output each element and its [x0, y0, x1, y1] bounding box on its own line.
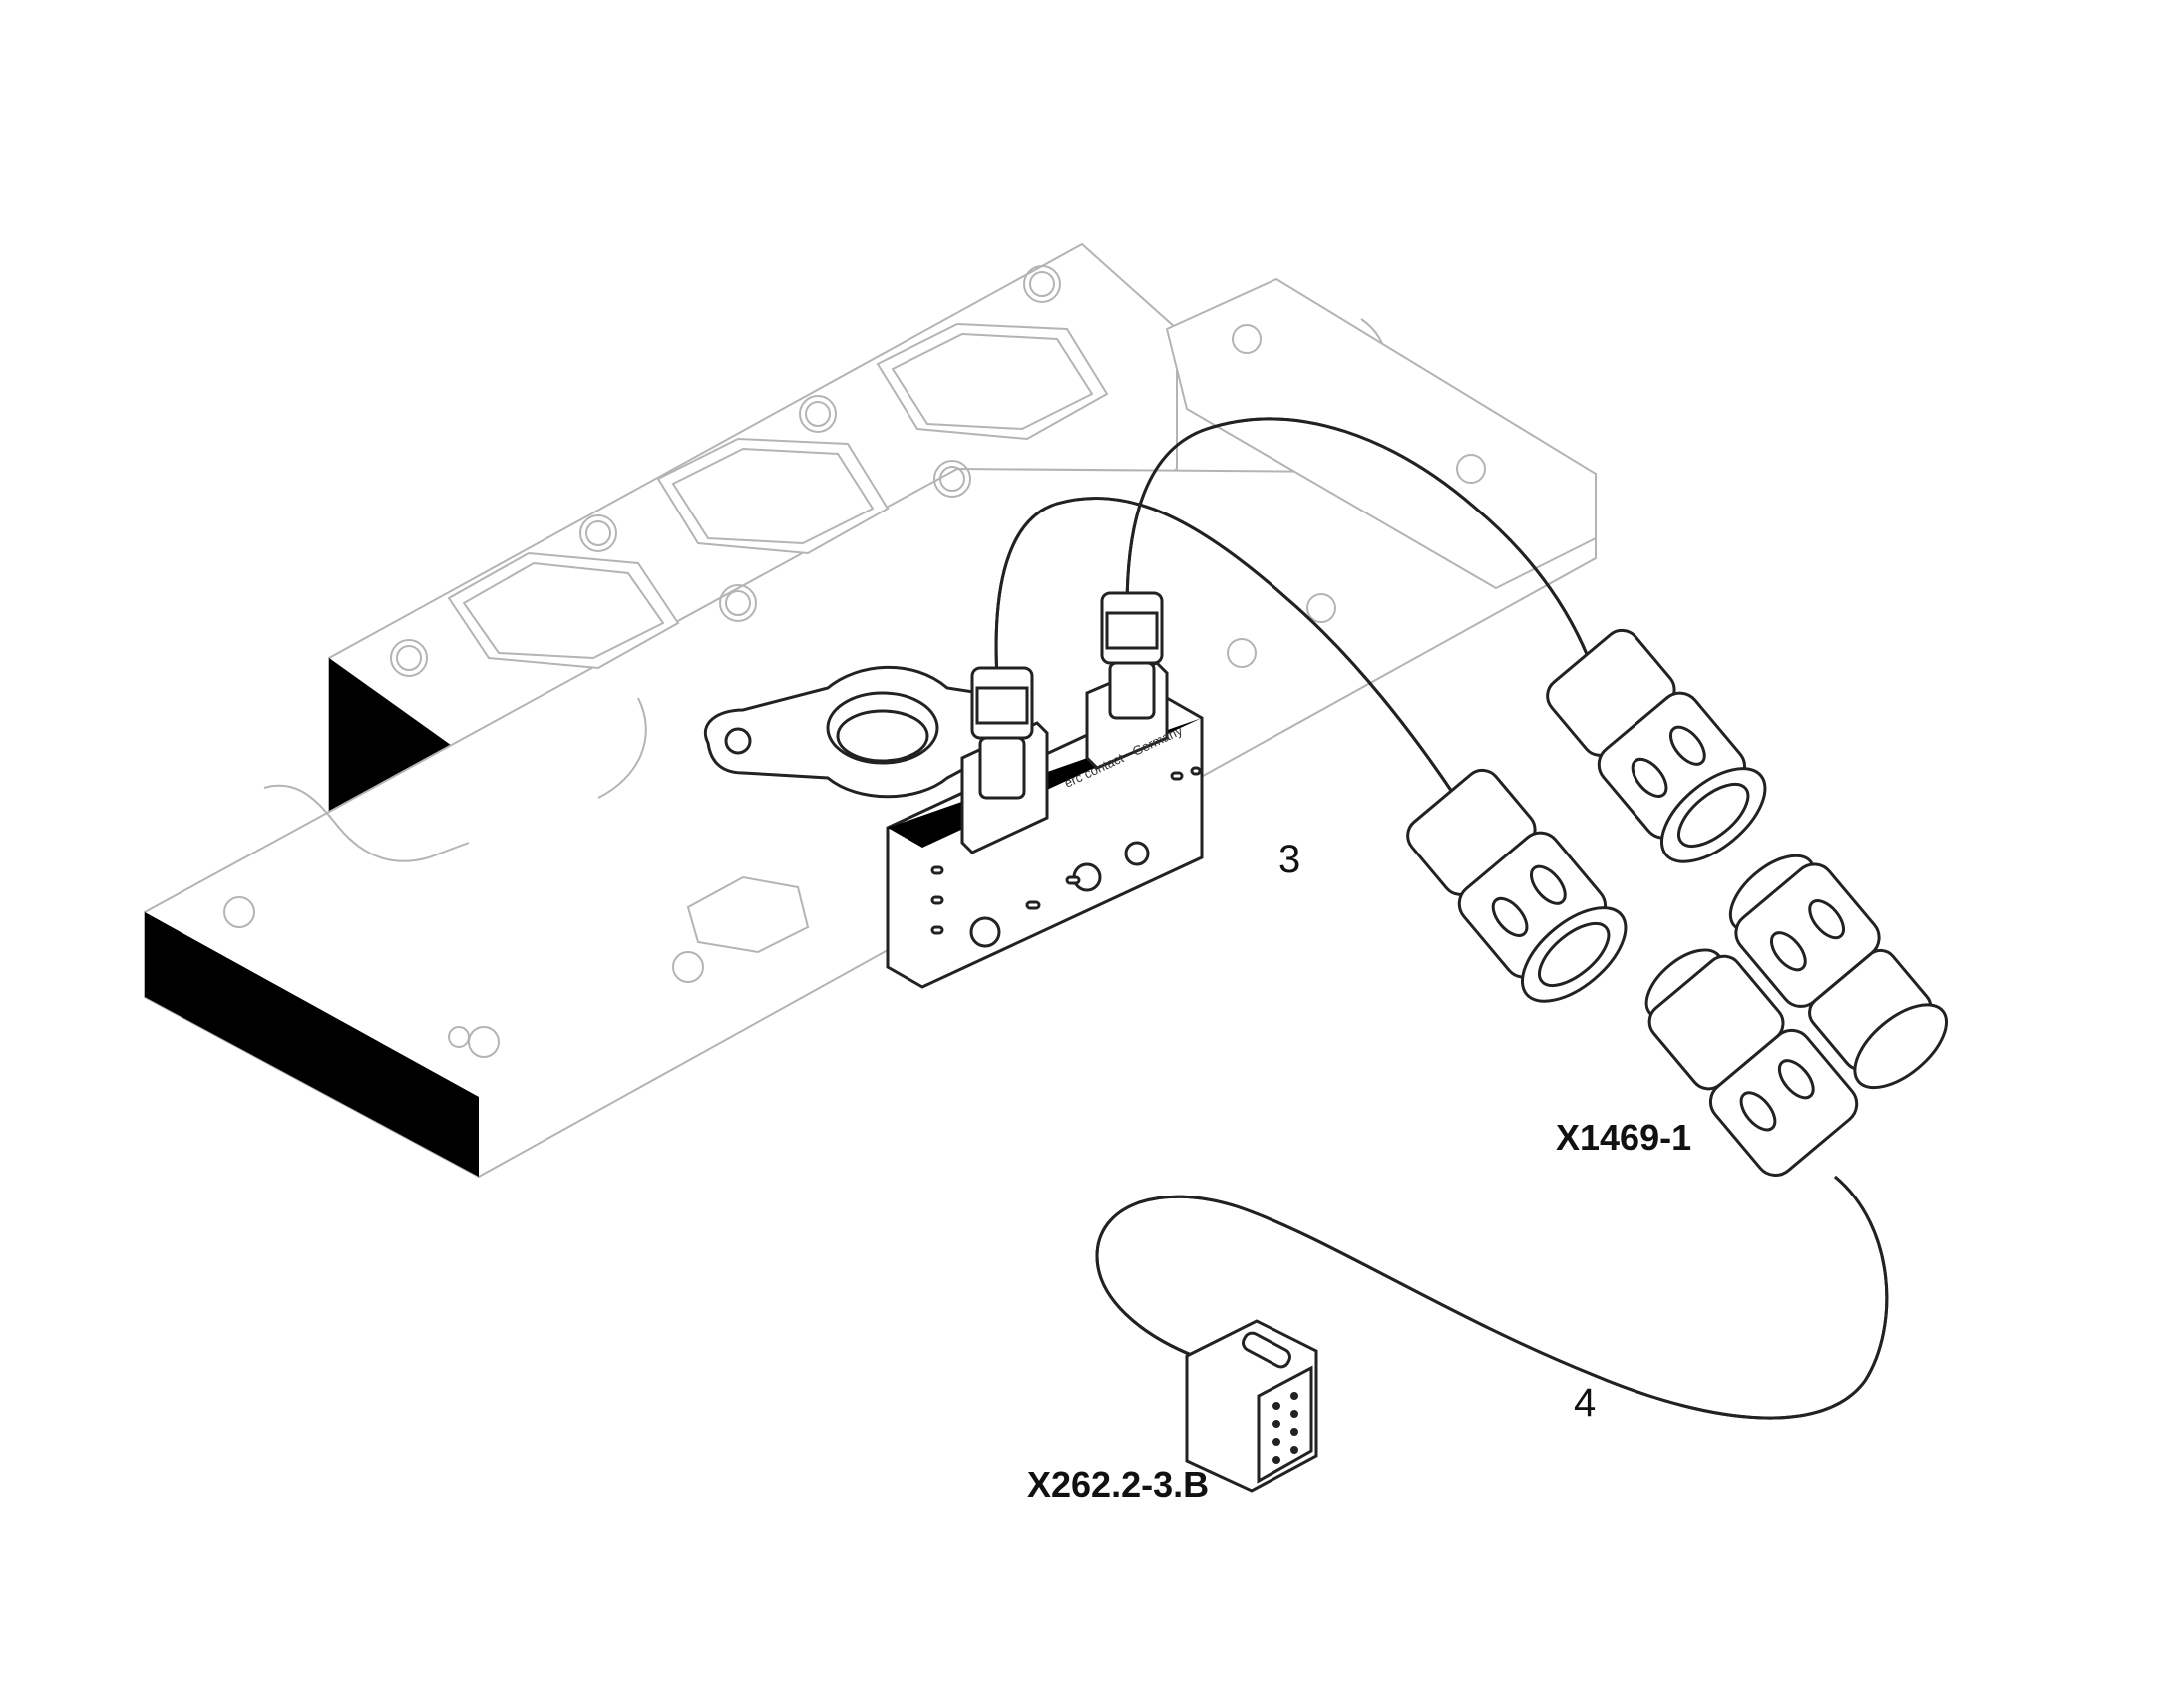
- label-x262-2-3b: X262.2-3.B: [1027, 1464, 1210, 1505]
- fitting-right: [1100, 591, 1164, 720]
- cable-4: [1095, 1175, 1889, 1420]
- engine-block: [144, 242, 1597, 1179]
- connector-cable3-b: [1546, 628, 1767, 863]
- cable-fittings: [970, 591, 1164, 800]
- connector-x262: [1185, 1319, 1318, 1493]
- cable-3: [994, 417, 1598, 799]
- connector-x1469-lower: [1644, 948, 1859, 1177]
- fitting-left: [970, 666, 1034, 800]
- pin-grid: [1272, 1392, 1298, 1464]
- callout-item-4: 4: [1574, 1381, 1597, 1425]
- mounting-flange: [704, 665, 1033, 799]
- label-x1469-1: X1469-1: [1556, 1117, 1692, 1158]
- connector-x1469-upper: [1728, 854, 1949, 1090]
- connector-cable3-a: [1406, 768, 1628, 1003]
- callout-item-3: 3: [1278, 838, 1301, 881]
